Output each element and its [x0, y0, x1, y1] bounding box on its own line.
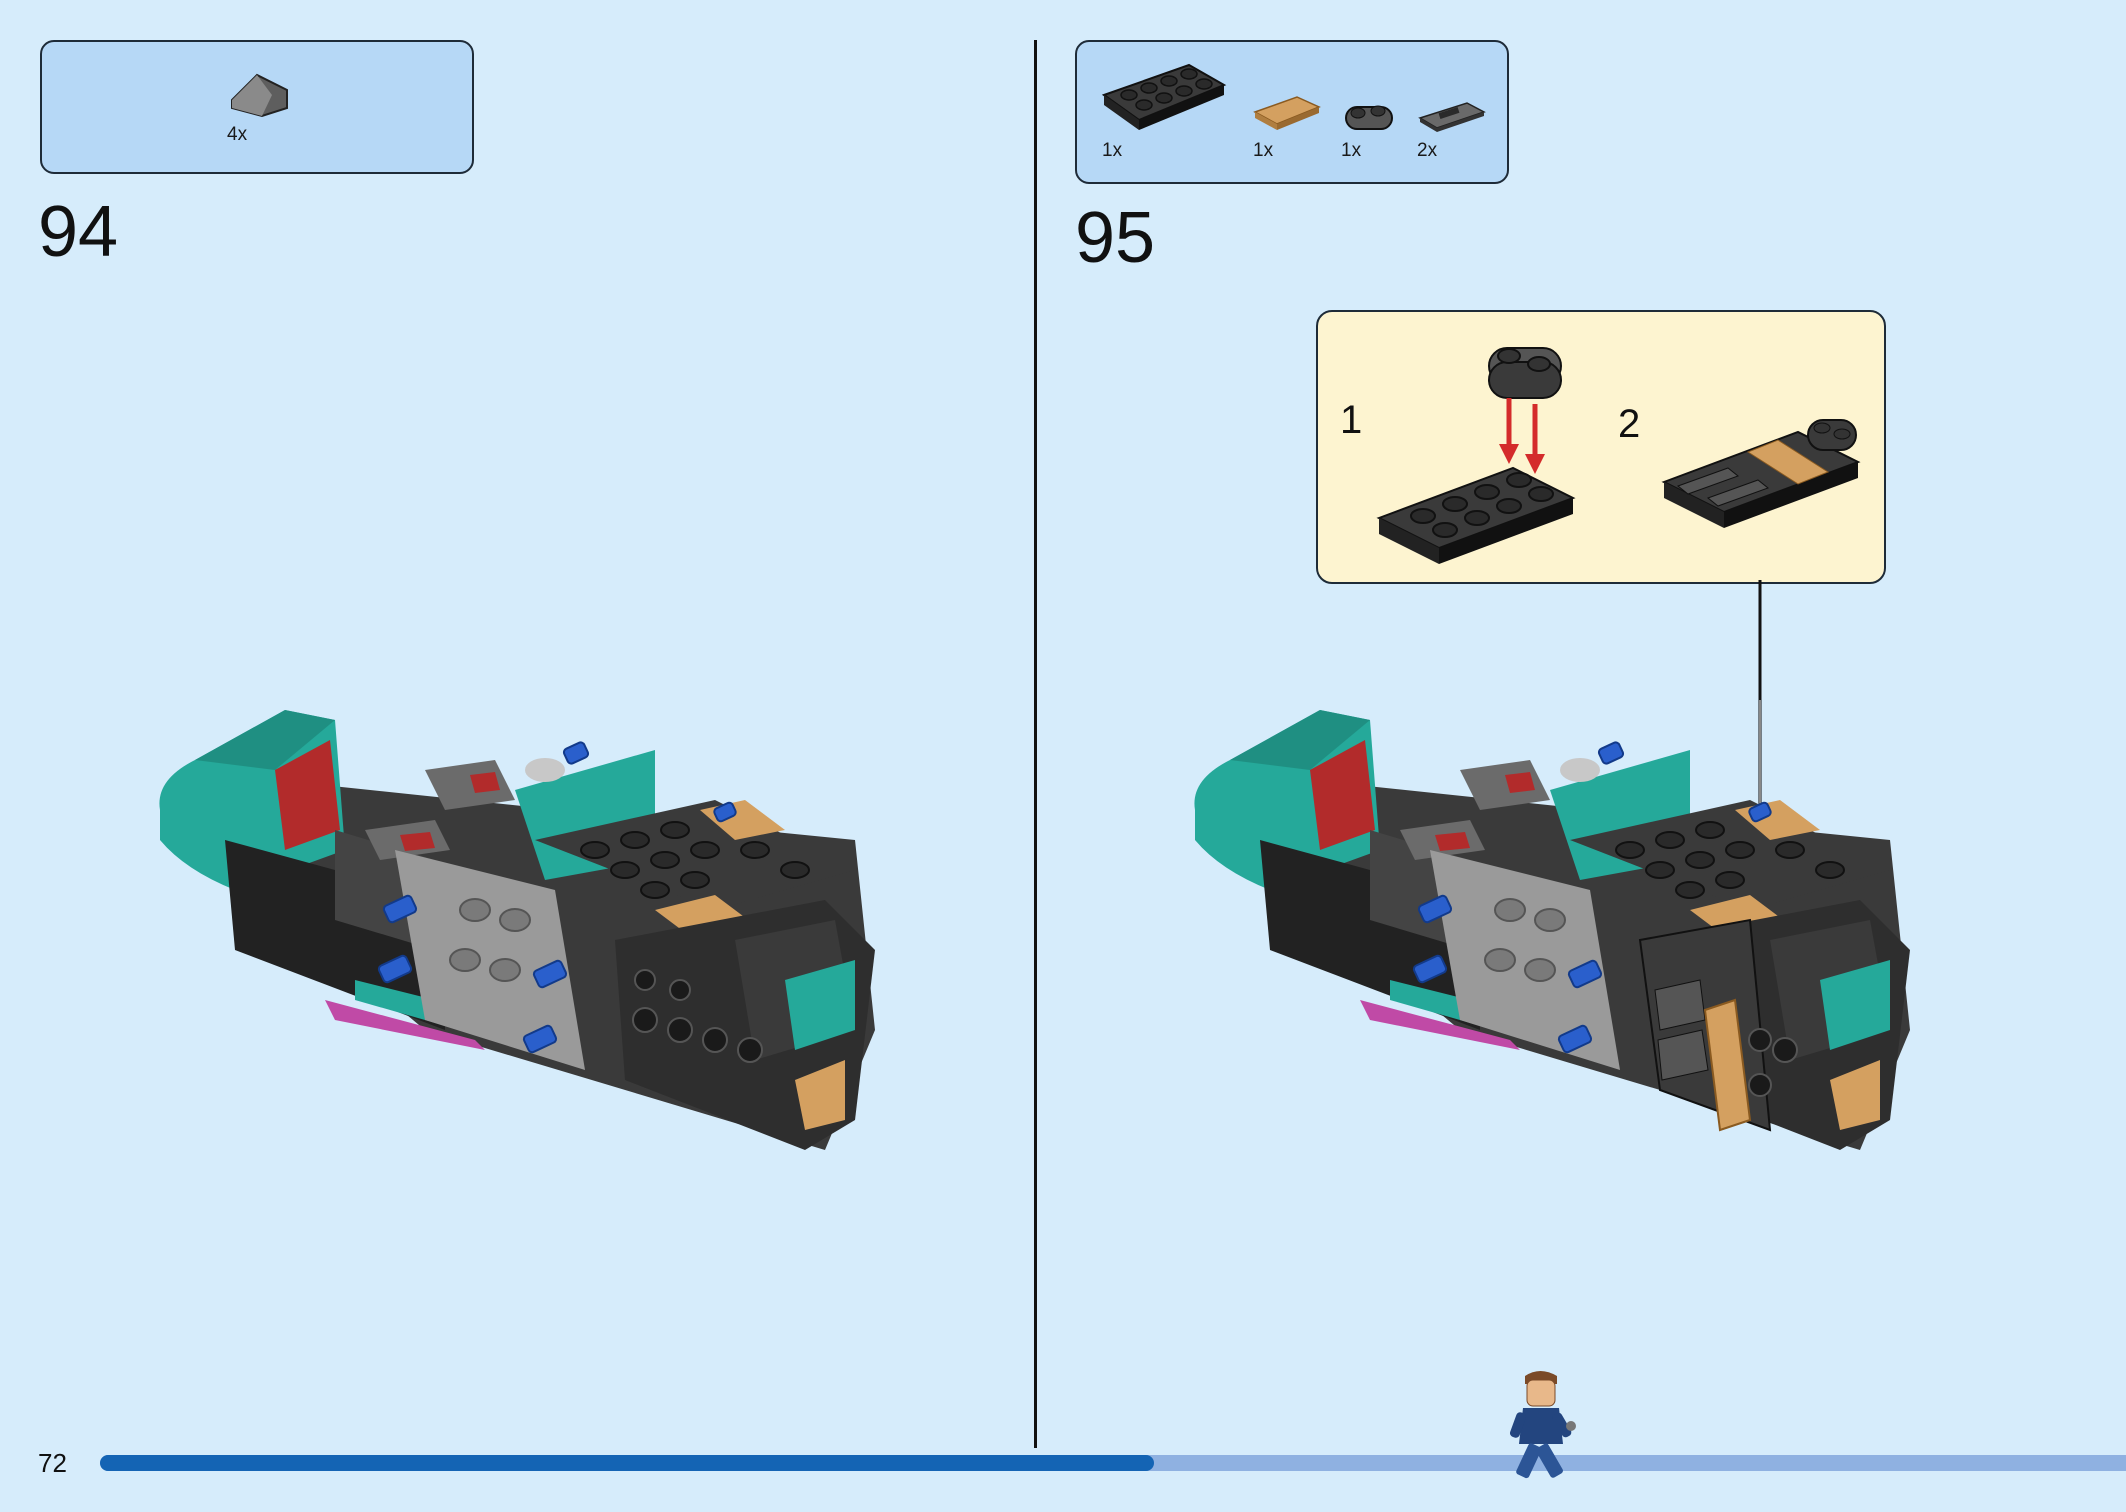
step-number-95: 95 [1075, 198, 1156, 278]
build-progress-bar [100, 1455, 2126, 1471]
minifigure-runner-icon [1509, 1371, 1576, 1479]
substep-2-illustration [1661, 419, 1861, 528]
page-divider [1034, 40, 1037, 1448]
plate-2x4-part-icon [1101, 63, 1227, 130]
build-progress-fill [100, 1455, 1154, 1471]
part-qty: 1x [1102, 140, 1123, 161]
part-qty: 4x [227, 124, 248, 145]
wood-plate-part-icon [1253, 96, 1321, 130]
part-qty: 1x [1253, 140, 1274, 161]
subassembly-callout: 1 2 [1316, 310, 1886, 584]
slope-tile-part-icon [231, 73, 288, 118]
page-number: 72 [38, 1448, 67, 1478]
part-qty: 2x [1417, 140, 1438, 161]
parts-list-step-95: 1x 1x 1x 2x [1075, 40, 1509, 184]
part-qty: 1x [1341, 140, 1362, 161]
substep-number-2: 2 [1618, 402, 1641, 446]
grille-tile-part-icon [1418, 102, 1486, 132]
vehicle-assembly-step-95 [1193, 709, 1911, 1151]
substep-1-illustration [1376, 347, 1576, 564]
vehicle-assembly-step-94 [158, 709, 876, 1151]
plate-1x2-rounded-part-icon [1345, 105, 1393, 130]
substep-number-1: 1 [1340, 398, 1363, 442]
parts-list-step-94: 4x [40, 40, 474, 174]
step-number-94: 94 [38, 192, 119, 272]
